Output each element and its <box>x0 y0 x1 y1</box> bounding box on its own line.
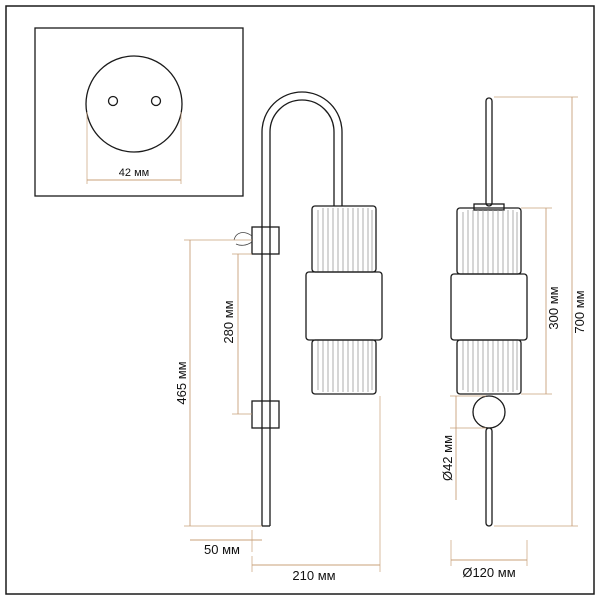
front-shade-ribs <box>462 210 518 392</box>
dim-42-label: Ø42 мм <box>440 435 455 481</box>
side-shade-knurl-band <box>305 271 383 341</box>
side-view: 465 мм 280 мм 50 мм 210 мм <box>174 91 383 583</box>
dim-210-label: 210 мм <box>292 568 335 583</box>
front-shade-top <box>456 207 522 275</box>
front-ball <box>472 395 506 429</box>
front-shade-cap <box>473 203 505 211</box>
side-shade-ribs <box>317 208 373 392</box>
side-arch-rod-inner <box>269 99 335 526</box>
mount-plate-circle <box>85 55 183 153</box>
front-shade-bottom <box>456 339 522 395</box>
dim-280-label: 280 мм <box>221 300 236 343</box>
side-wire-curl <box>233 232 253 246</box>
side-shade <box>305 205 383 395</box>
mount-screw-hole-right <box>150 95 162 107</box>
front-shade <box>450 207 528 395</box>
front-view: 300 мм 700 мм Ø42 мм Ø120 мм <box>440 96 587 580</box>
dim-50-label: 50 мм <box>204 542 240 557</box>
front-bottom-rod <box>485 427 493 527</box>
mount-diameter-label: 42 мм <box>119 167 149 179</box>
dim-700-label: 700 мм <box>572 290 587 333</box>
drawing-frame <box>5 5 595 595</box>
front-top-rod <box>485 97 493 207</box>
dim-465-label: 465 мм <box>174 361 189 404</box>
side-shade-bottom <box>311 339 377 395</box>
side-shade-top <box>311 205 377 273</box>
side-wall-bracket-top <box>251 226 280 255</box>
side-arch-rod <box>261 91 343 526</box>
front-shade-knurl-band <box>450 273 528 341</box>
mount-screw-hole-left <box>107 95 119 107</box>
dim-120-label: Ø120 мм <box>462 565 515 580</box>
mount-plate-detail: 42 мм <box>34 27 244 197</box>
mount-detail-box <box>34 27 244 197</box>
side-wall-bracket-bottom <box>251 400 280 429</box>
dim-300-label: 300 мм <box>546 286 561 329</box>
